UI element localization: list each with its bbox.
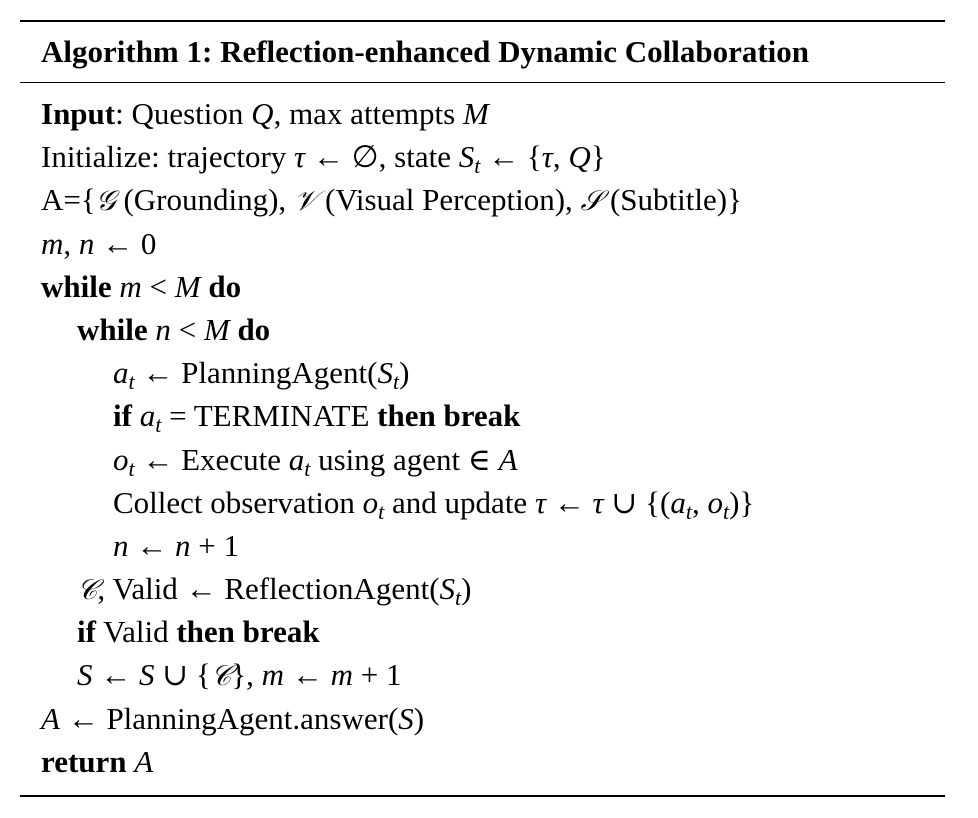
bottom-rule: [20, 795, 945, 797]
line-initialize: Initialize: trajectory τ ← ∅, state St ←…: [41, 139, 606, 179]
line-terminate-check: if at = TERMINATE then break: [113, 398, 521, 438]
top-rule: [20, 20, 945, 22]
line-outer-while: while m < M do: [41, 268, 242, 304]
line-execute: ot ← Execute at using agent ∈ A: [113, 441, 518, 481]
line-reflection: 𝒞, Valid ← ReflectionAgent(St): [77, 571, 472, 611]
algorithm-title: Algorithm 1: Reflection-enhanced Dynamic…: [41, 34, 810, 69]
line-planning-step: at ← PlanningAgent(St): [113, 355, 410, 395]
line-answer: A ← PlanningAgent.answer(S): [41, 700, 425, 736]
line-increment-n: n ← n + 1: [113, 527, 239, 563]
title-rule: [20, 82, 945, 83]
line-input: Input: Question Q, max attempts M: [41, 96, 489, 131]
line-update-s: S ← S ∪ {𝒞}, m ← m + 1: [77, 657, 402, 693]
algorithm-body: Input: Question Q, max attempts M Initia…: [20, 83, 945, 795]
line-inner-while: while n < M do: [77, 311, 271, 347]
line-return: return A: [41, 743, 154, 779]
line-collect: Collect observation ot and update τ ← τ …: [113, 484, 755, 524]
line-init-counters: m, n ← 0: [41, 225, 157, 261]
algorithm-box: Algorithm 1: Reflection-enhanced Dynamic…: [20, 20, 945, 797]
line-valid-check: if Valid then break: [77, 614, 320, 650]
line-agent-set: A={𝒢 (Grounding), 𝒱 (Visual Perception),…: [41, 182, 742, 218]
